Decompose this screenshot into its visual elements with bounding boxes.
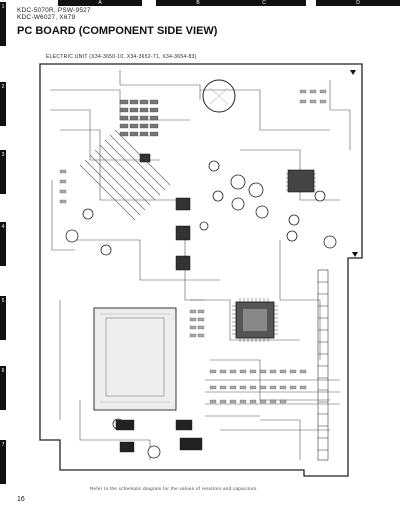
page-title: PC BOARD (COMPONENT SIDE VIEW) xyxy=(17,25,218,37)
row-tab-4: 4 xyxy=(0,222,6,266)
column-tab-d: D xyxy=(316,0,400,6)
orientation-mark-side xyxy=(352,252,358,257)
footer-note: Refer to the schematic diagram for the v… xyxy=(90,486,259,491)
connector-strip xyxy=(317,269,329,461)
model-line-1: KDC-5070R, PSW-9527 xyxy=(17,7,91,14)
row-tab-7: 7 xyxy=(0,440,6,484)
shield-module xyxy=(93,307,177,411)
column-tab-b: B xyxy=(156,0,240,6)
row-tab-5: 5 xyxy=(0,296,6,340)
board-outline xyxy=(39,63,363,477)
row-tab-6: 6 xyxy=(0,366,6,410)
bottom-connectors xyxy=(115,419,203,453)
column-tab-a: A xyxy=(58,0,142,6)
page-number: 16 xyxy=(17,496,25,503)
row-tab-1: 1 xyxy=(0,2,6,46)
unit-label: ELECTRIC UNIT (X34-3650-10, X34-3652-71,… xyxy=(46,54,197,60)
row-tab-3: 3 xyxy=(0,150,6,194)
model-line-2: KDC-W6027, X679 xyxy=(17,14,76,21)
row-tab-2: 2 xyxy=(0,82,6,126)
capacitor-large xyxy=(202,79,236,113)
top-connector-area xyxy=(119,99,159,137)
orientation-mark-top xyxy=(350,70,356,75)
passive-array xyxy=(59,89,327,404)
column-tab-c: C xyxy=(222,0,306,6)
diagonal-bus xyxy=(79,129,171,221)
capacitor-cluster xyxy=(65,160,337,459)
ic-column xyxy=(139,153,191,271)
ic-right xyxy=(287,169,315,193)
